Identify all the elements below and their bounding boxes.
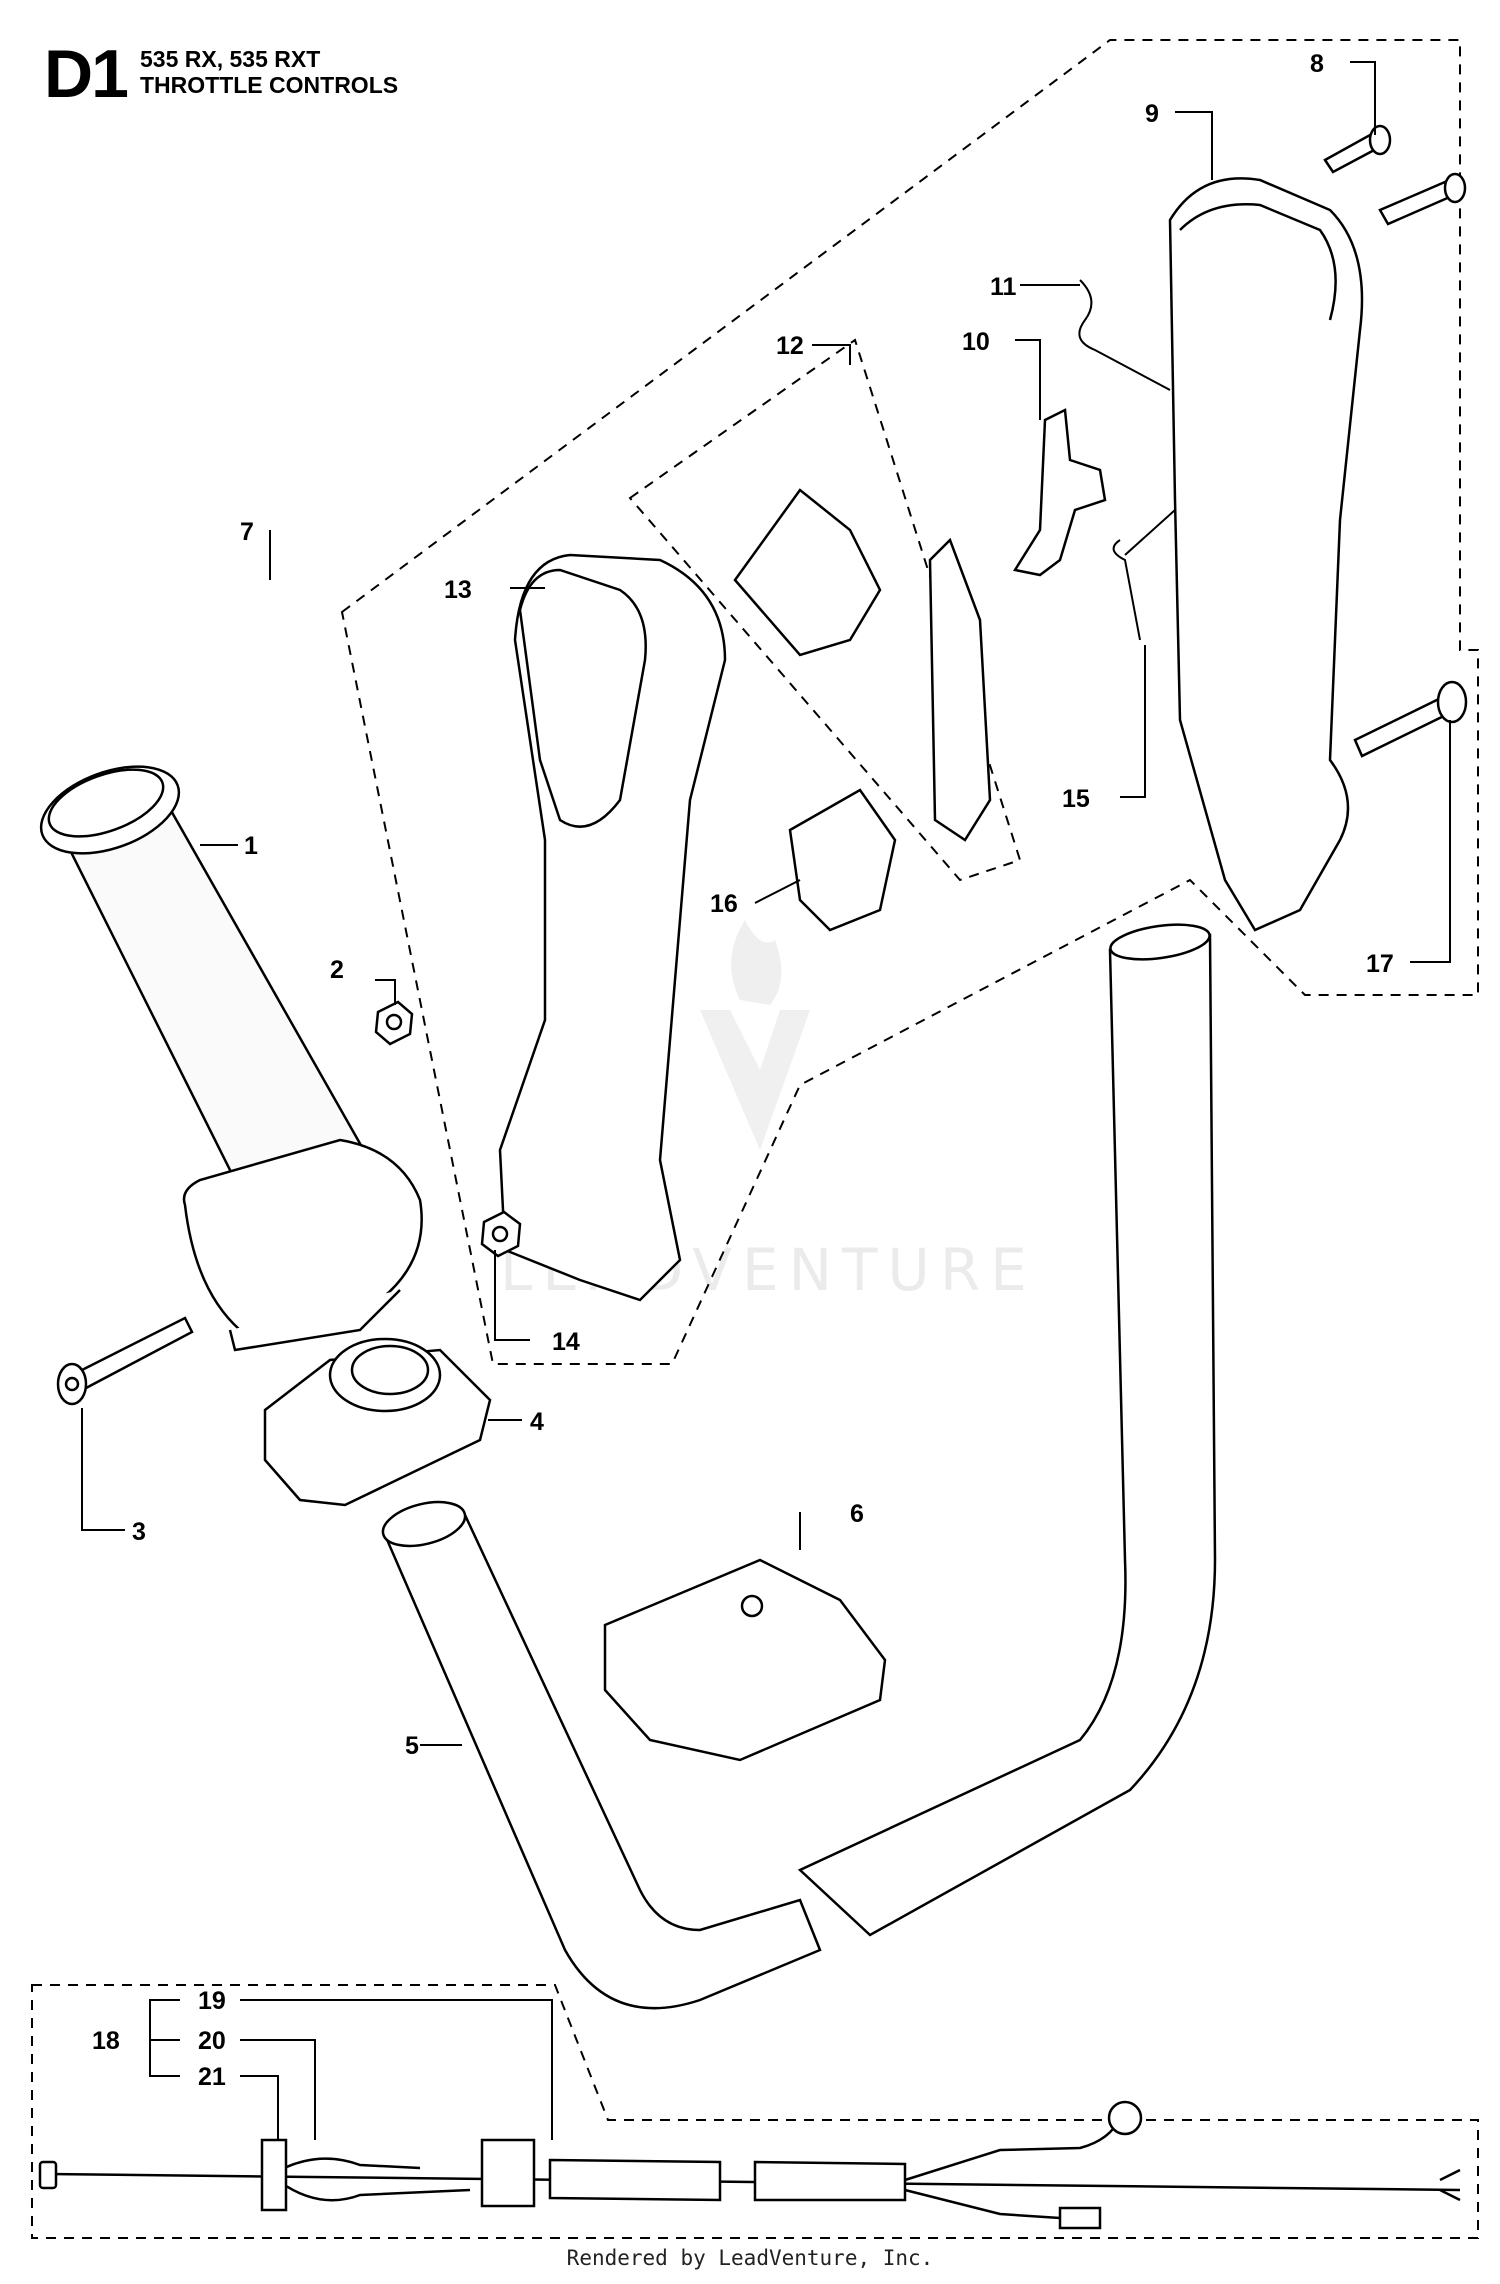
callout-10: 10 — [962, 328, 990, 356]
throttle-cable-group-outline — [31, 1984, 1479, 2239]
callout-21: 21 — [198, 2063, 226, 2091]
callout-15: 15 — [1062, 785, 1090, 813]
part-11-spring — [1078, 279, 1171, 391]
callout-7: 7 — [240, 518, 254, 546]
model-names: 535 RX, 535 RXT — [140, 46, 321, 72]
assembly-dashed-outlines — [31, 39, 1479, 2239]
part-3-screw — [56, 1316, 194, 1406]
section-code: D1 — [44, 36, 129, 112]
callout-8: 8 — [1310, 50, 1324, 78]
callout-17: 17 — [1366, 950, 1394, 978]
callout-6: 6 — [850, 1500, 864, 1528]
callout-12: 12 — [776, 332, 804, 360]
render-credit: Rendered by LeadVenture, Inc. — [566, 2246, 934, 2270]
part-18-throttle-cable — [38, 2100, 1461, 2230]
callout-14: 14 — [552, 1328, 580, 1356]
part-5-shaft-tube — [381, 923, 1217, 2010]
part-13-handle-left — [498, 553, 727, 1302]
part-4-clamp — [263, 1337, 492, 1507]
part-14-nut — [480, 1210, 522, 1258]
part-12-throttle-trigger — [733, 488, 992, 842]
callout-2: 2 — [330, 956, 344, 984]
callout-5: 5 — [405, 1732, 419, 1760]
callout-1: 1 — [244, 832, 258, 860]
part-17-screw — [1353, 680, 1468, 758]
callout-9: 9 — [1145, 100, 1159, 128]
part-2-nut — [374, 1000, 414, 1046]
part-9-handle-right — [1168, 177, 1364, 932]
leader-lines — [81, 61, 1451, 2140]
diagram-title: THROTTLE CONTROLS — [140, 72, 399, 98]
handle-assembly-outline — [340, 39, 1479, 1365]
callout-labels: 1 2 3 4 5 6 7 8 9 10 11 12 13 14 15 16 1… — [92, 50, 1394, 2091]
part-1-grip-tube — [39, 765, 423, 1352]
callout-3: 3 — [132, 1518, 146, 1546]
part-15-spring — [1112, 509, 1176, 641]
callout-4: 4 — [530, 1408, 544, 1436]
callout-13: 13 — [444, 576, 472, 604]
part-16-switch — [788, 788, 897, 932]
throttle-trigger-group-outline — [628, 338, 1022, 882]
callout-16: 16 — [710, 890, 738, 918]
part-8-screws — [1323, 124, 1467, 226]
callout-19: 19 — [198, 1987, 226, 2015]
callout-18: 18 — [92, 2027, 120, 2055]
callout-20: 20 — [198, 2027, 226, 2055]
callout-11: 11 — [990, 273, 1017, 301]
part-10-trigger-lock — [1012, 408, 1107, 577]
part-6-bracket — [603, 1558, 887, 1762]
